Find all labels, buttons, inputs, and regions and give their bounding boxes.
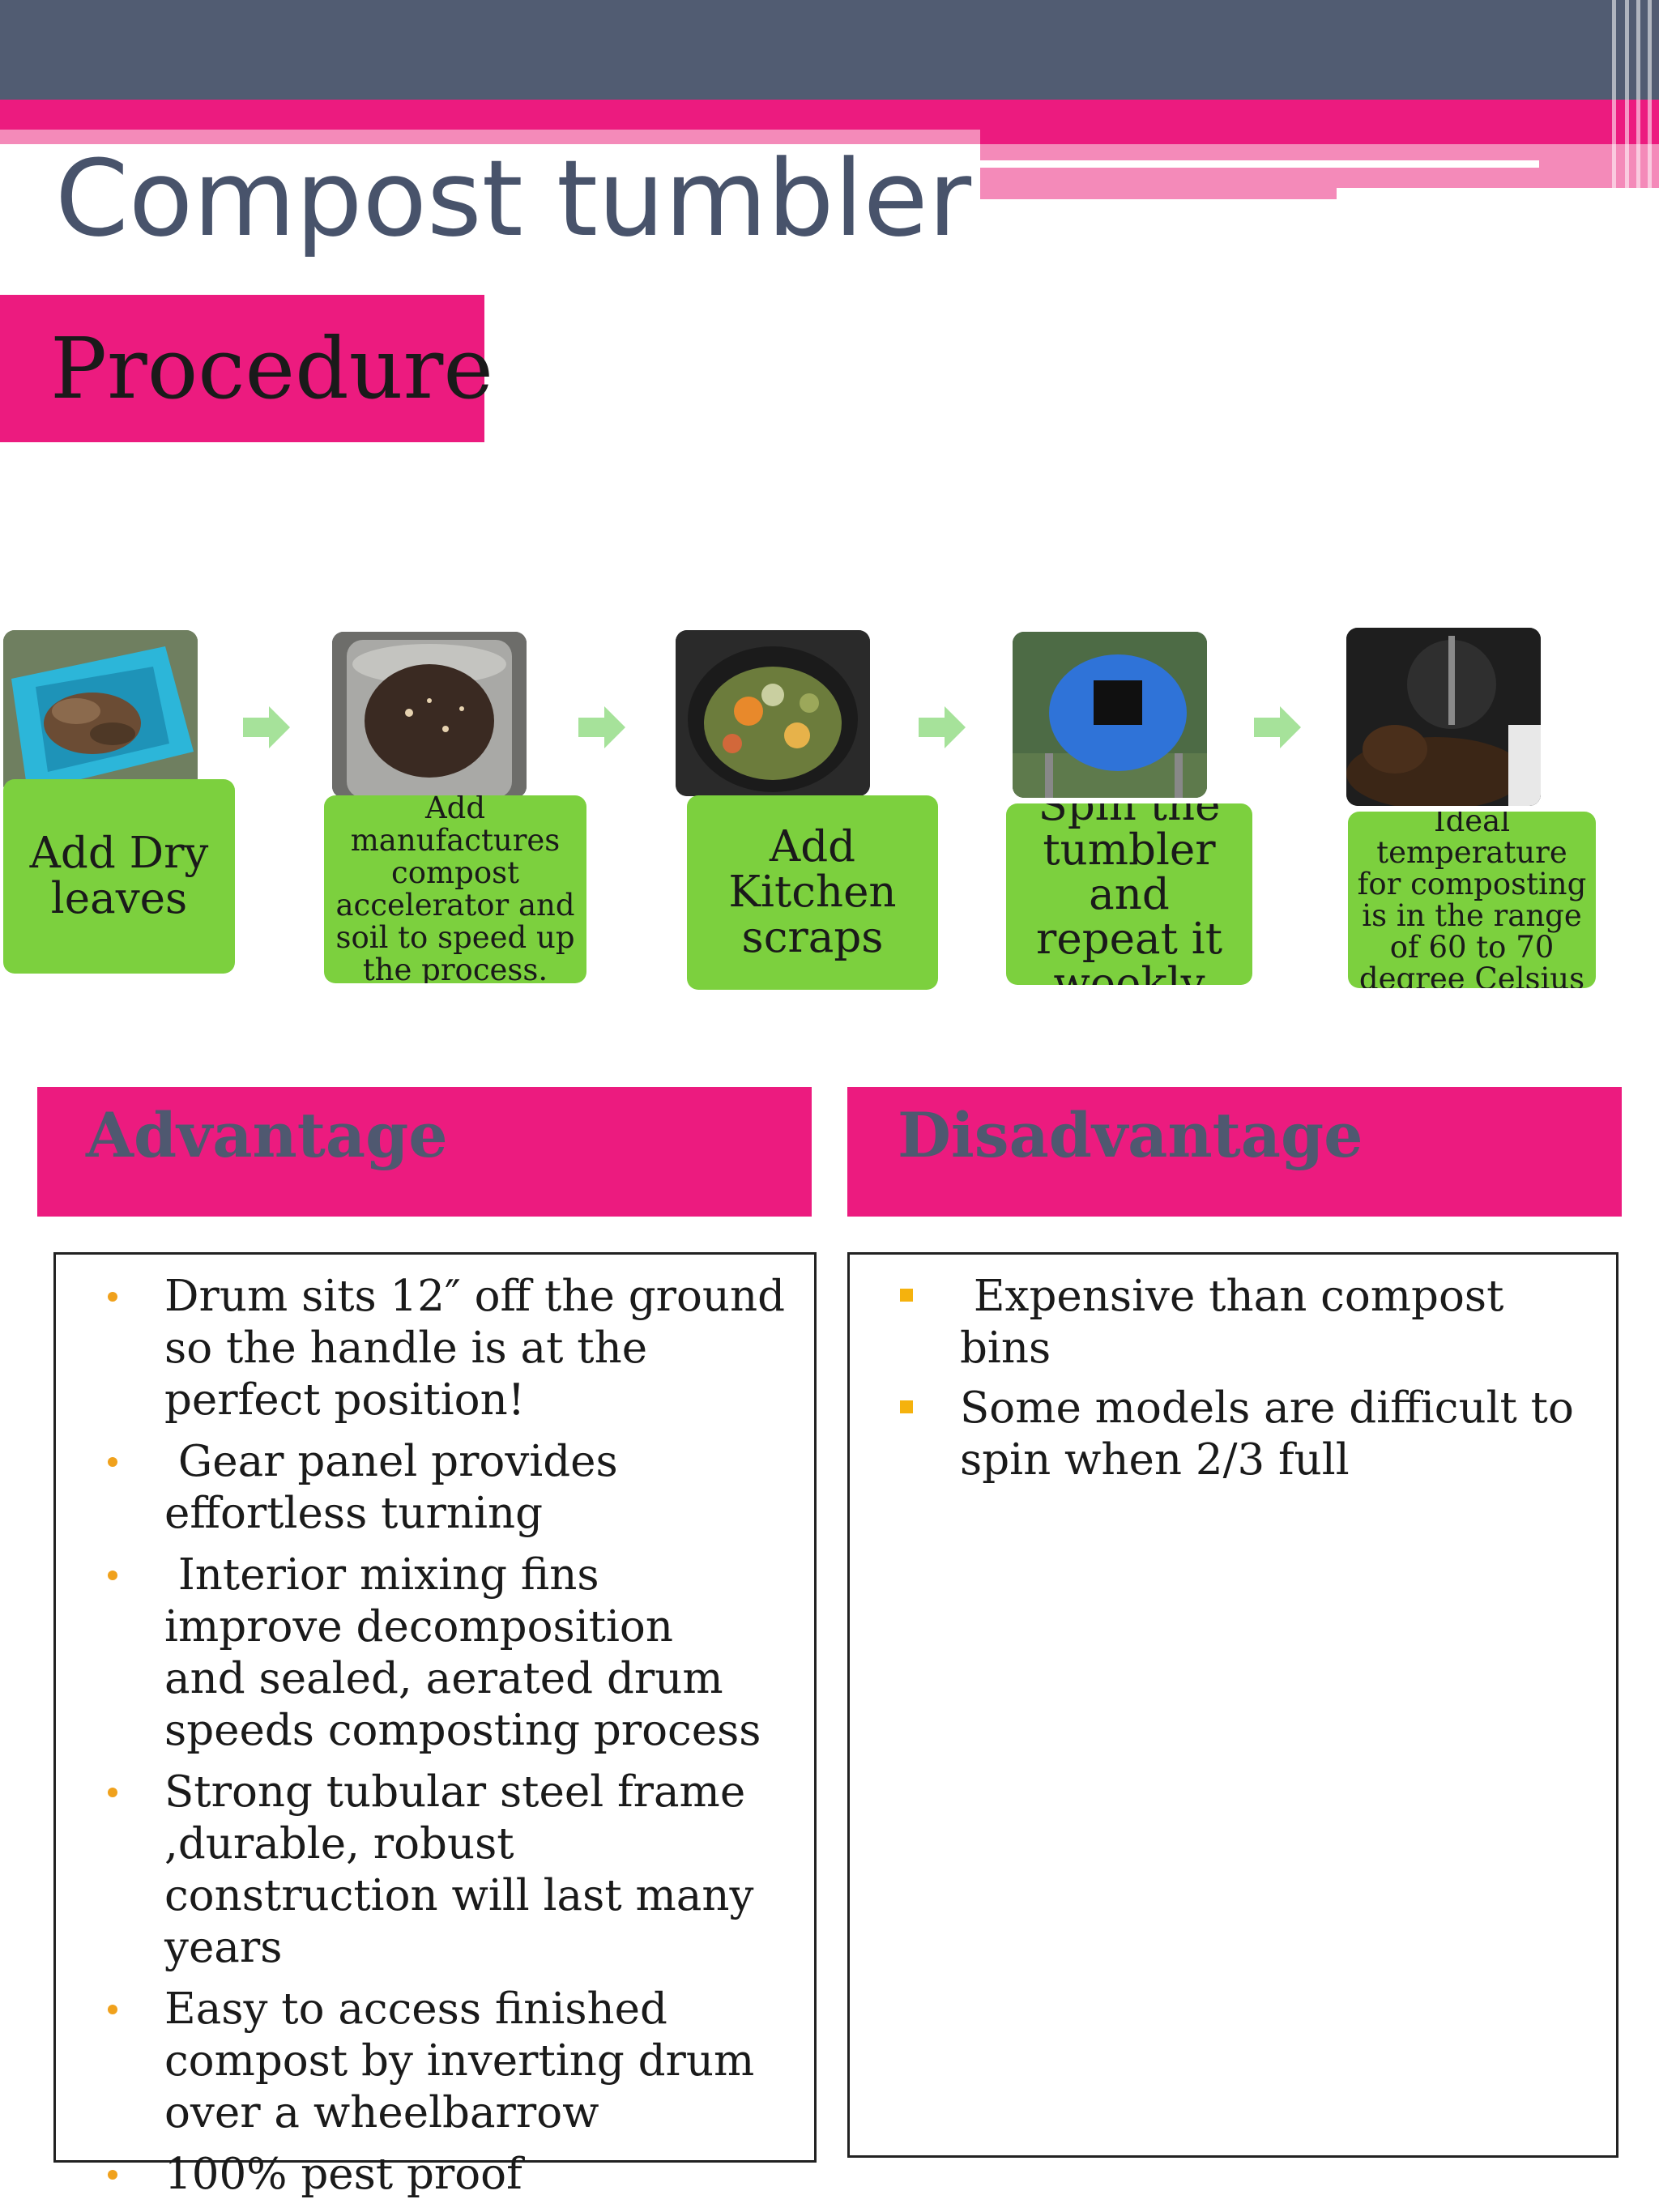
step-photo-blue-tumbler (1013, 632, 1207, 798)
header-right-line (980, 160, 1539, 168)
step-5-label: Ideal temperature for composting is in t… (1357, 812, 1587, 988)
step-4-label: Spin the tumbler and repeat it weekly (1036, 803, 1222, 985)
disadvantage-heading: Disadvantage (898, 1099, 1363, 1171)
step-3-box: Add Kitchen scraps (687, 795, 938, 990)
disadvantage-list-box: Expensive than compost bins Some models … (847, 1252, 1618, 2158)
header-edge-stripe (1612, 0, 1616, 199)
arrow-right-icon (243, 706, 290, 748)
advantage-item: 100% pest proof (56, 2149, 790, 2201)
advantage-item: Easy to access finished compost by inver… (56, 1984, 790, 2139)
header-right-gap (1337, 188, 1659, 199)
disadvantage-item: Expensive than compost bins (850, 1271, 1600, 1375)
step-2-box: Add manufactures compost accelerator and… (324, 795, 586, 983)
step-1-box: Add Dry leaves (3, 779, 235, 974)
advantage-item: Interior mixing fins improve decompositi… (56, 1549, 790, 1757)
page-title: Compost tumbler (55, 137, 972, 260)
header-light-pink-band (0, 130, 980, 144)
arrow-right-icon (919, 706, 966, 748)
disadvantage-list: Expensive than compost bins Some models … (850, 1271, 1600, 1486)
header-bar (0, 0, 1659, 100)
advantage-heading: Advantage (86, 1099, 448, 1171)
step-1-label: Add Dry leaves (29, 829, 209, 923)
advantage-item: Strong tubular steel frame ,durable, rob… (56, 1767, 790, 1974)
step-photo-finished-compost (1346, 628, 1541, 806)
advantage-list: Drum sits 12″ off the ground so the hand… (56, 1271, 790, 2201)
step-5-box: Ideal temperature for composting is in t… (1348, 812, 1596, 988)
step-photo-dry-leaves (3, 630, 198, 796)
step-photo-soil-bucket (332, 632, 527, 798)
step-4-box: Spin the tumbler and repeat it weekly (1006, 803, 1252, 985)
arrow-right-icon (578, 706, 625, 748)
advantage-list-box: Drum sits 12″ off the ground so the hand… (53, 1252, 817, 2199)
title-background (0, 144, 980, 193)
header-edge-stripe (1636, 0, 1640, 199)
arrow-right-icon (1254, 706, 1301, 748)
advantage-header: Advantage (37, 1087, 812, 1217)
step-2-label: Add manufactures compost accelerator and… (335, 795, 575, 983)
advantage-item: Gear panel provides effortless turning (56, 1436, 790, 1540)
step-3-label: Add Kitchen scraps (728, 822, 897, 962)
procedure-label: Procedure (50, 319, 493, 418)
header-edge-stripe (1648, 0, 1652, 199)
advantage-item: Drum sits 12″ off the ground so the hand… (56, 1271, 790, 1426)
procedure-banner (0, 295, 484, 442)
disadvantage-header: Disadvantage (847, 1087, 1622, 1217)
disadvantage-item: Some models are difficult to spin when 2… (850, 1383, 1600, 1486)
step-photo-kitchen-scraps (676, 630, 870, 796)
header-edge-stripe (1625, 0, 1629, 199)
